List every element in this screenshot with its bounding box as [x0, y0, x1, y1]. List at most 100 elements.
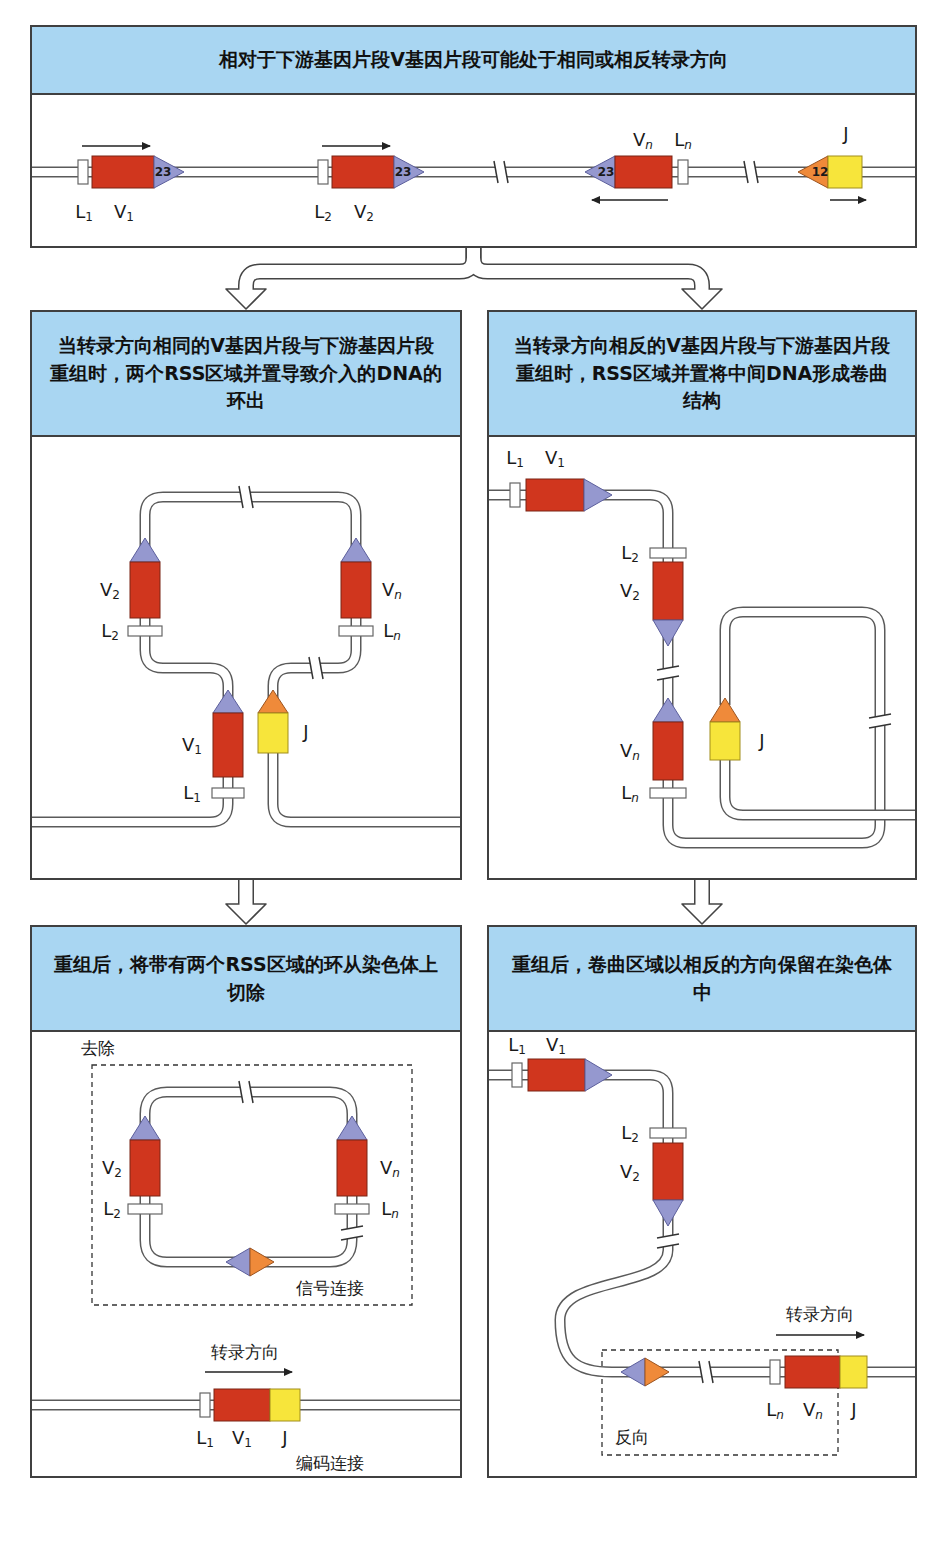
segment-label: V1: [546, 1034, 566, 1056]
rss-23: [130, 1116, 160, 1140]
v-segment: [130, 562, 160, 618]
break-mark: [869, 714, 891, 728]
segment-label: V1: [232, 1427, 252, 1449]
j-segment: [710, 722, 740, 760]
segment-label: Vn: [633, 129, 653, 151]
dna-strand: [145, 1092, 352, 1262]
segment-label: L1: [183, 782, 201, 804]
panel-header: 重组后，卷曲区域以相反的方向保留在染色体中: [489, 927, 915, 1032]
segment-label: Ln: [381, 1198, 399, 1220]
j-segment: [258, 713, 288, 753]
v-segment: [528, 1059, 585, 1091]
block-arrow-fill: [246, 248, 474, 292]
dna-strand: [725, 755, 915, 815]
leader-segment: [335, 1204, 369, 1214]
segment-label: V2: [100, 579, 120, 601]
v-segment: [92, 156, 154, 188]
v-segment: [337, 1140, 367, 1196]
segment-label: L2: [621, 1122, 639, 1144]
v-segment: [130, 1140, 160, 1196]
segment-label: J: [282, 1427, 287, 1449]
leader-segment: [510, 483, 520, 507]
v-segment: [214, 1389, 270, 1421]
segment-label: Vn: [382, 579, 402, 601]
direction-arrow: [830, 199, 866, 201]
segment-label: V2: [102, 1157, 122, 1179]
leader-segment: [650, 788, 686, 798]
panel-header: 当转录方向相反的V基因片段与下游基因片段重组时，RSS区域并置将中间DNA形成卷…: [489, 312, 915, 437]
segment-label: L2: [621, 542, 639, 564]
break-mark: [239, 1081, 253, 1103]
leader-segment: [128, 626, 162, 636]
dna-strand: [32, 497, 460, 822]
break-mark: [341, 1226, 363, 1240]
segment-label: J: [843, 123, 848, 145]
block-arrow-fill: [474, 248, 703, 292]
segment-label: Vn: [380, 1157, 400, 1179]
rss-12: [645, 1358, 669, 1386]
dashed-frame: [92, 1065, 412, 1305]
v-segment: [615, 156, 672, 188]
v-segment: [785, 1356, 840, 1388]
leader-segment: [650, 548, 686, 558]
segment-label: Ln: [383, 620, 401, 642]
leader-segment: [650, 1128, 686, 1138]
v-segment: [653, 1143, 683, 1200]
dna-strand: [145, 1092, 352, 1262]
panel-excision-art: [32, 1065, 460, 1421]
leader-segment: [770, 1360, 780, 1384]
segment-label: Ln: [766, 1399, 784, 1421]
segment-label: L1: [506, 447, 524, 469]
panel-inversion-art: [489, 1059, 915, 1455]
segment-label: Vn: [803, 1399, 823, 1421]
break-mark: [657, 666, 679, 680]
panel-top-art: [32, 146, 915, 200]
segment-label: V2: [354, 201, 374, 223]
v-segment: [213, 713, 243, 777]
segment-label: V1: [182, 734, 202, 756]
segment-label: L2: [103, 1198, 121, 1220]
rss-23: [621, 1358, 645, 1386]
rss-12: [710, 698, 740, 722]
segment-label: L1: [196, 1427, 214, 1449]
segment-label: L2: [314, 201, 332, 223]
break-mark: [657, 1234, 679, 1248]
note-label: 反向: [615, 1427, 649, 1447]
direction-arrow: [776, 1334, 864, 1336]
break-mark: [239, 486, 253, 508]
segment-label: Ln: [674, 129, 692, 151]
leader-segment: [212, 788, 244, 798]
panel-coil-art: [489, 479, 915, 843]
rss-12: [798, 156, 828, 188]
j-segment: [828, 156, 862, 188]
direction-arrow: [592, 199, 668, 201]
leader-segment: [200, 1393, 210, 1417]
dna-strand: [489, 1075, 915, 1372]
v-segment: [341, 562, 371, 618]
block-arrow-fill: [696, 880, 709, 907]
panel-box: 当转录方向相反的V基因片段与下游基因片段重组时，RSS区域并置将中间DNA形成卷…: [487, 310, 917, 880]
spacer-length: 23: [155, 165, 172, 179]
rss-12: [258, 690, 288, 713]
direction-arrow: [82, 145, 150, 147]
rss-23: [213, 690, 243, 713]
leader-segment: [318, 160, 328, 184]
segment-label: V2: [620, 1161, 640, 1183]
dna-strand: [32, 497, 460, 822]
segment-label: V1: [114, 201, 134, 223]
leader-segment: [339, 626, 373, 636]
v-segment: [653, 562, 683, 620]
rss-23: [584, 479, 612, 511]
rss-23: [653, 1200, 683, 1226]
rss-23: [226, 1248, 250, 1276]
rss-23: [337, 1116, 367, 1140]
block-arrow-fill: [240, 880, 253, 907]
note-label: 转录方向: [211, 1342, 279, 1362]
panel-box: 相对于下游基因片段V基因片段可能处于相同或相反转录方向: [30, 25, 917, 248]
panel-header: 当转录方向相同的V基因片段与下游基因片段重组时，两个RSS区域并置导致介入的DN…: [32, 312, 460, 437]
rss-23: [130, 538, 160, 562]
note-label: 转录方向: [786, 1304, 854, 1324]
break-mark: [309, 657, 323, 679]
